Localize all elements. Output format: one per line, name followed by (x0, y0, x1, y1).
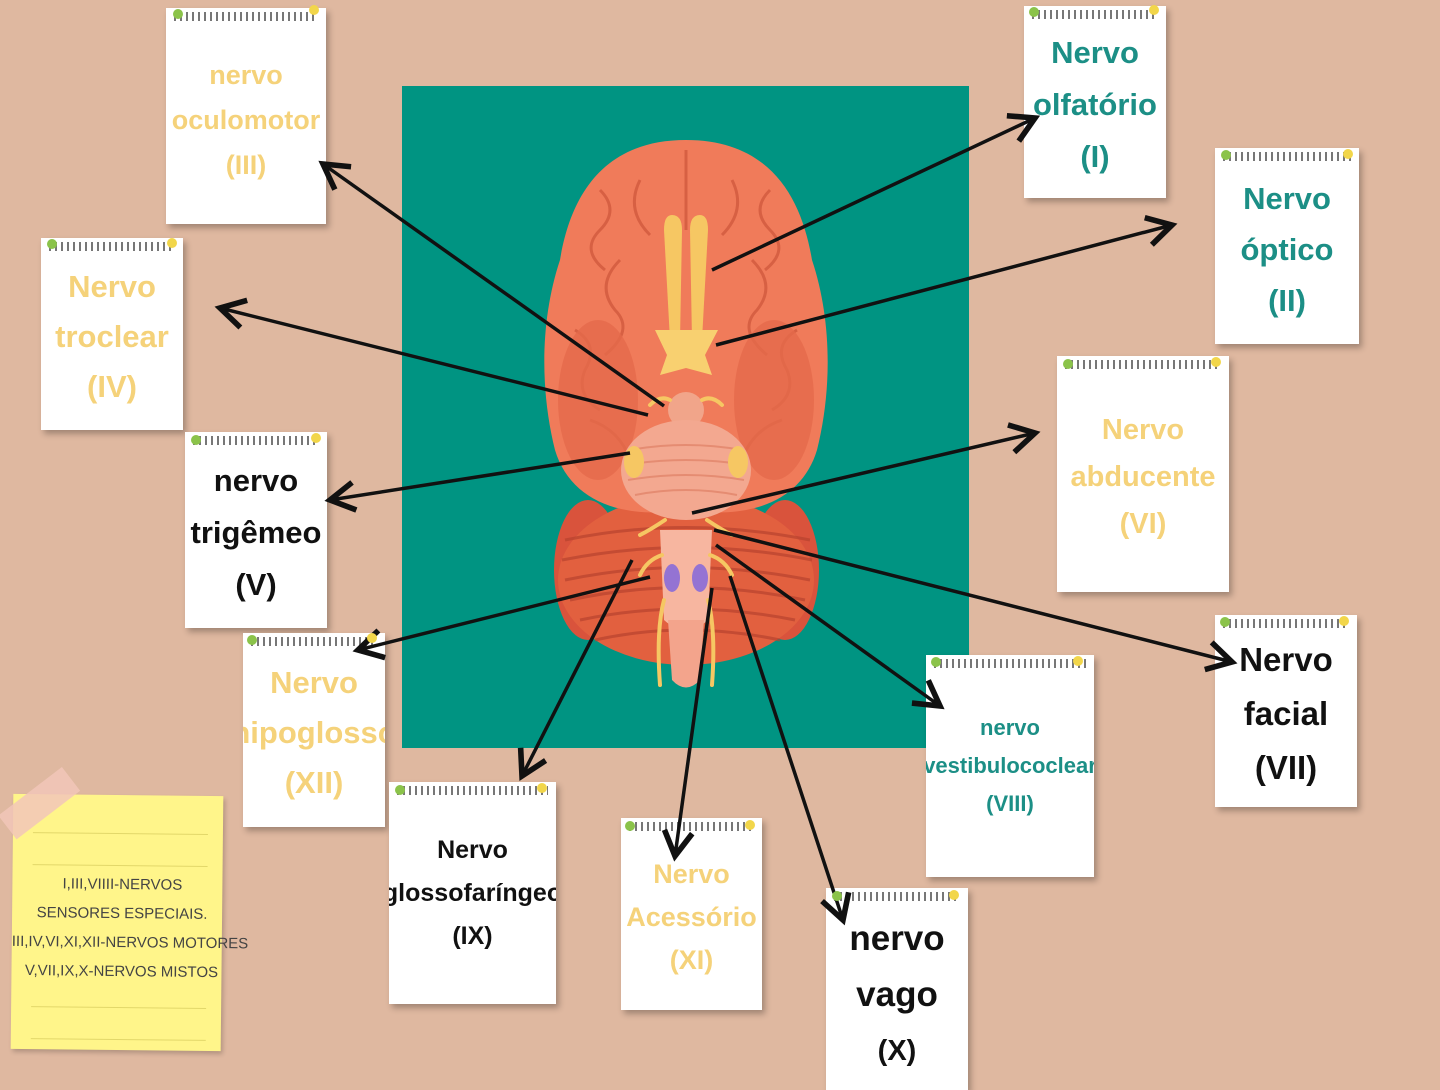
card-optico-line-1: Nervo (1243, 180, 1331, 216)
arrow-vago (728, 575, 852, 926)
card-troclear-line-3: (IV) (87, 369, 137, 404)
card-olfatorio-line-1: Nervo (1051, 35, 1139, 70)
card-hipoglosso-line-2: hipoglosso (243, 715, 385, 750)
card-facial-line-3: (VII) (1254, 749, 1318, 786)
arrow-acessorio (661, 587, 714, 862)
card-glossofaringeo-line-1: Nervo (437, 835, 508, 864)
card-oculomotor-line-1: nervo (209, 59, 283, 90)
arrow-trigemeo (324, 451, 631, 513)
card-optico-line-3: (II) (1268, 282, 1306, 318)
arrow-olfatorio (711, 112, 1041, 272)
card-trigemeo-line-3: (V) (235, 567, 277, 602)
arrow-glossofaringeo (517, 559, 634, 782)
card-vago-line-3: (X) (877, 1035, 917, 1067)
card-oculomotor: nervo oculomotor (III) (166, 8, 326, 224)
pin-icons (47, 5, 1353, 901)
card-acessorio-line-2: Acessório (626, 901, 757, 932)
card-hipoglosso-line-3: (XII) (284, 765, 344, 800)
arrow-facial (713, 528, 1238, 673)
card-troclear-line-1: Nervo (68, 269, 156, 304)
card-acessorio-line-3: (XI) (669, 944, 714, 975)
card-troclear: Nervo troclear (IV) (41, 238, 183, 430)
card-olfatorio-line-3: (I) (1080, 139, 1110, 174)
arrow-abducente (691, 422, 1041, 515)
arrow-vestibulococlear (714, 543, 945, 710)
card-optico-line-2: óptico (1240, 231, 1334, 267)
card-abducente-line-1: Nervo (1101, 413, 1185, 446)
card-abducente-line-2: abducente (1070, 460, 1216, 493)
card-glossofaringeo-line-3: (IX) (452, 921, 493, 950)
card-hipoglosso: Nervo hipoglosso (XII) (243, 633, 385, 827)
card-troclear-line-2: troclear (55, 319, 169, 354)
card-oculomotor-line-3: (III) (225, 149, 267, 180)
card-vestibulococlear: nervo vestibulococlear (VIII) (926, 655, 1094, 877)
card-vago-line-1: nervo (849, 919, 945, 958)
card-olfatorio-line-2: olfatório (1033, 87, 1157, 122)
card-oculomotor-line-2: oculomotor (171, 104, 321, 135)
card-facial-line-1: Nervo (1239, 641, 1333, 678)
card-glossofaringeo-line-2: glossofaríngeo (389, 878, 556, 907)
card-trigemeo-line-2: trigêmeo (190, 515, 322, 550)
card-olfatorio: Nervo olfatório (I) (1024, 6, 1166, 198)
card-trigemeo: nervo trigêmeo (V) (185, 432, 327, 628)
card-facial-line-2: facial (1243, 695, 1329, 732)
arrow-troclear (214, 297, 649, 417)
card-vestibulococlear-line-2: vestibulococlear (926, 753, 1094, 778)
arrow-optico (715, 214, 1178, 347)
arrow-oculomotor (318, 160, 666, 408)
card-abducente-line-3: (VI) (1119, 507, 1167, 540)
card-acessorio-line-1: Nervo (653, 858, 730, 889)
card-glossofaringeo: Nervo glossofaríngeo (IX) (389, 782, 556, 1004)
card-vago-line-2: vago (856, 975, 938, 1014)
card-facial: Nervo facial (VII) (1215, 615, 1357, 807)
card-trigemeo-line-1: nervo (213, 463, 299, 498)
card-abducente: Nervo abducente (VI) (1057, 356, 1229, 592)
arrow-hipoglosso (352, 575, 651, 661)
card-vestibulococlear-line-1: nervo (980, 715, 1040, 740)
card-optico: Nervo óptico (II) (1215, 148, 1359, 344)
card-hipoglosso-line-1: Nervo (270, 665, 358, 700)
card-vestibulococlear-line-3: (VIII) (986, 791, 1034, 816)
